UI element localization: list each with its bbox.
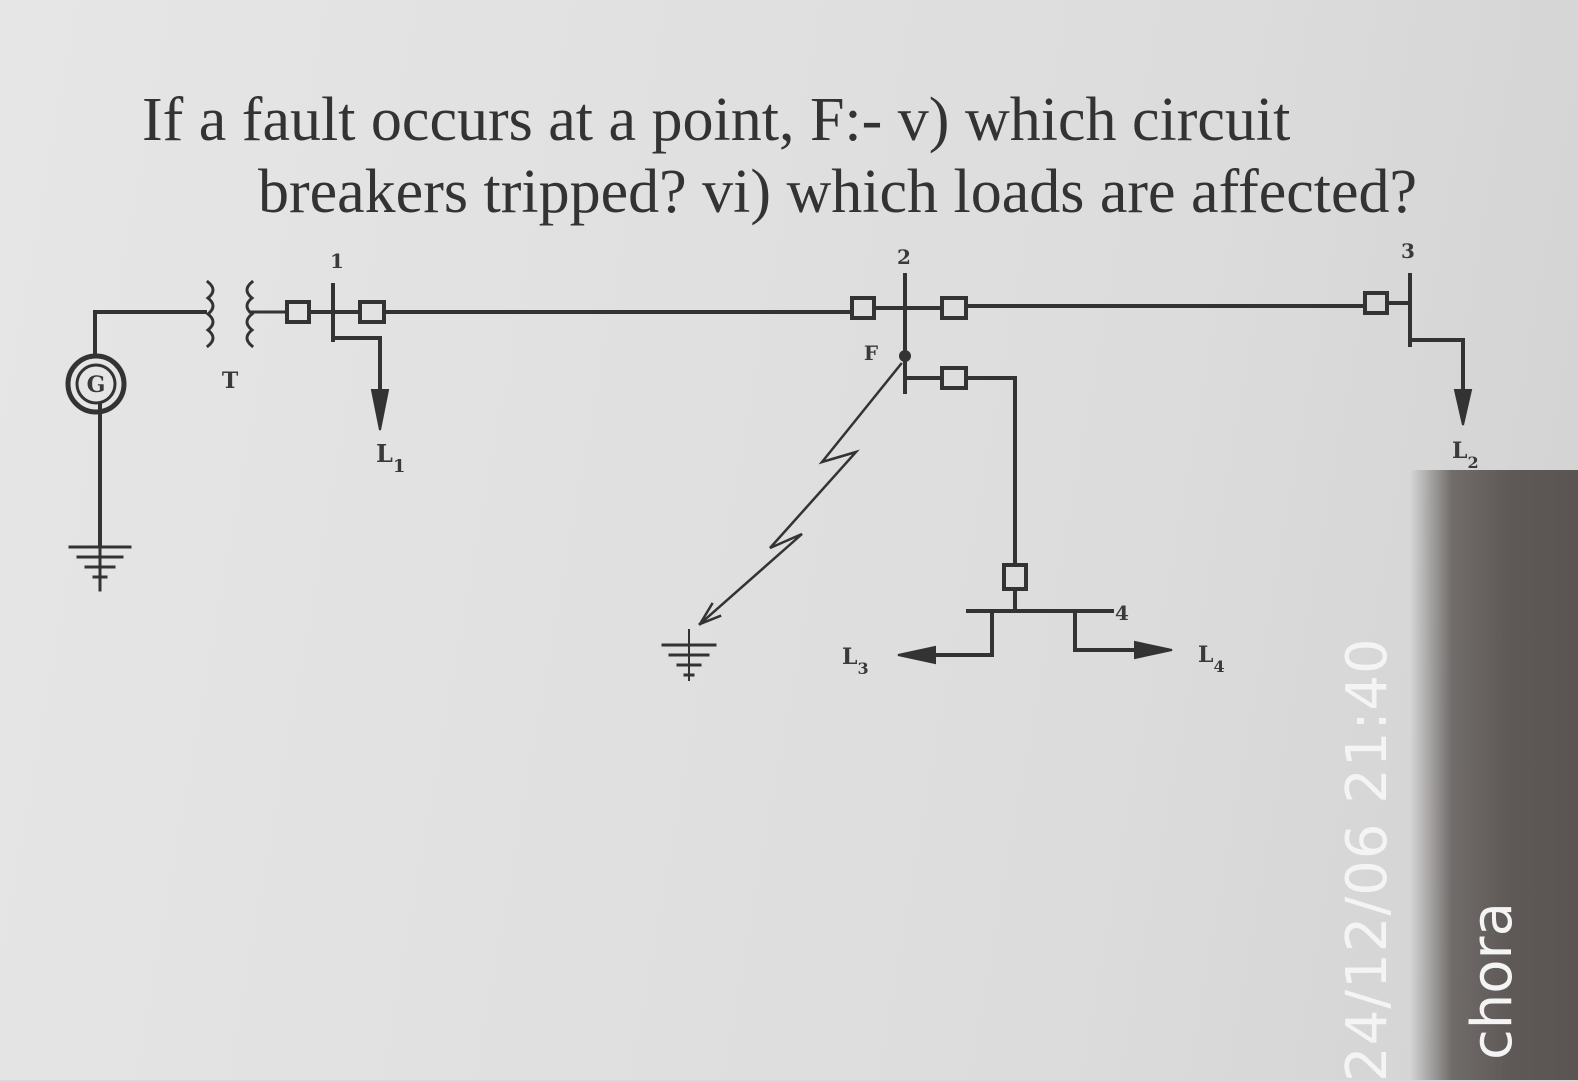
line-2-4: [964, 376, 1017, 567]
fault-path: [698, 362, 903, 626]
load-1-arrow: [370, 389, 390, 431]
bus-1-label: 1: [330, 249, 344, 273]
load-4-label: L4: [1198, 642, 1225, 676]
generator-inner-ring: [75, 363, 117, 405]
question-line-2: breakers tripped? vi) which loads are af…: [258, 158, 1418, 226]
load-2-label: L2: [1452, 438, 1479, 472]
question-line-1: If a fault occurs at a point, F:- v) whi…: [142, 86, 1291, 154]
breaker-1a: [285, 300, 311, 324]
breaker-3: [1363, 291, 1389, 315]
load-1-feeder: [331, 336, 382, 402]
generator-wire: [93, 310, 207, 547]
fault-arrow: [698, 602, 722, 626]
load-1-label: L1: [376, 439, 405, 477]
load-2-arrow: [1453, 389, 1473, 426]
generator-ground-icon: [68, 543, 132, 592]
bus-3-label: 3: [1401, 239, 1415, 263]
generator-label: G: [87, 372, 106, 398]
name-watermark: chora: [1460, 902, 1525, 1060]
breaker-2c: [940, 366, 968, 390]
load-3-arrow: [897, 645, 936, 665]
load-4-arrow: [1134, 640, 1173, 660]
bus-2-label: 2: [897, 245, 911, 269]
breaker-2b: [940, 296, 968, 320]
timestamp-watermark: 24/12/06 21:40: [1335, 637, 1400, 1082]
load-4-feeder: [1073, 609, 1142, 652]
fault-ground-icon: [661, 629, 717, 681]
question-text: If a fault occurs at a point, F:- v) whi…: [142, 84, 1417, 228]
breaker-1b: [358, 300, 386, 324]
breaker-2a: [850, 296, 876, 320]
breaker-4: [1002, 563, 1028, 591]
transformer-label: T: [222, 368, 239, 394]
hand-shadow: [1410, 470, 1578, 1080]
load-2-feeder: [1408, 338, 1465, 397]
load-3-feeder: [928, 609, 994, 657]
transformer-icon: [205, 279, 289, 349]
fault-point: [899, 350, 911, 362]
fault-label: F: [864, 341, 878, 365]
load-3-label: L3: [842, 644, 869, 678]
bus-4-label: 4: [1115, 601, 1129, 625]
